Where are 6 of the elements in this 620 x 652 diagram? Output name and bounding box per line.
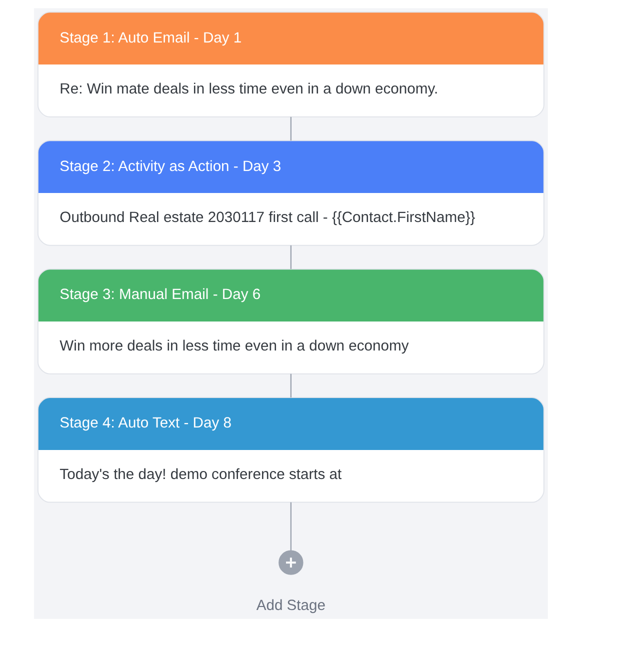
connector <box>290 116 292 141</box>
node-circle <box>278 550 303 575</box>
node-label: Add Stage <box>256 598 326 614</box>
connector <box>290 502 292 551</box>
connector <box>290 245 292 270</box>
connector <box>290 374 292 398</box>
